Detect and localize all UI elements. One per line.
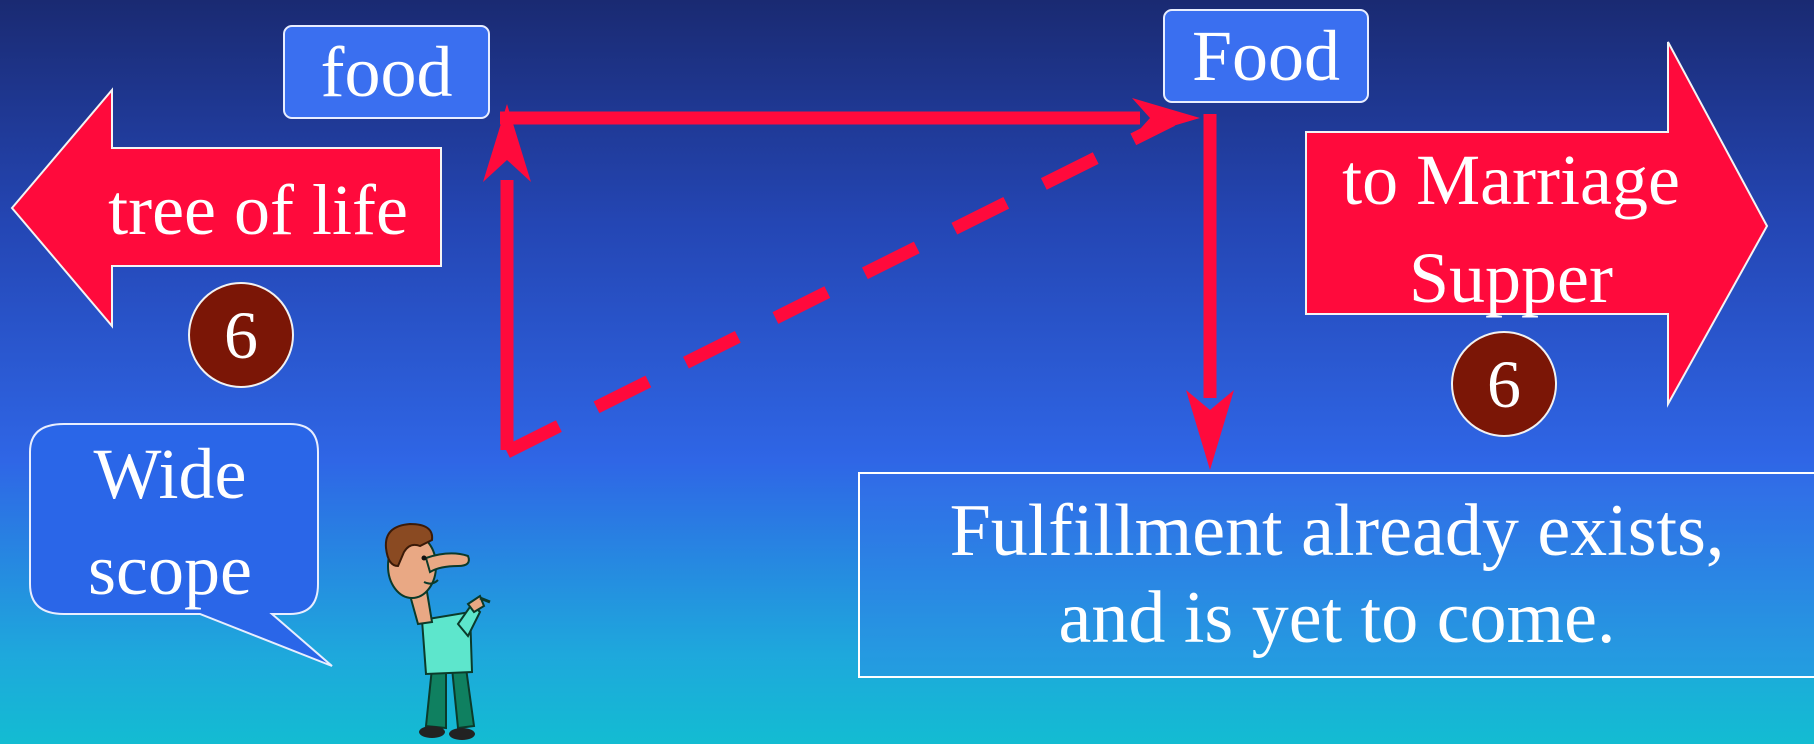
speech-bubble-line2: scope: [88, 530, 252, 610]
dashed-diagonal-line: [504, 114, 1175, 458]
speech-bubble-line1: Wide: [93, 434, 247, 514]
down-arrowhead: [1186, 390, 1234, 470]
tree-of-life-arrow: [10, 87, 442, 329]
up-arrowhead: [483, 104, 531, 182]
marriage-supper-arrow: [1305, 41, 1769, 408]
tree-of-life-label: tree of life: [108, 170, 408, 250]
fulfillment-box: Fulfillment already exists, and is yet t…: [858, 472, 1814, 678]
number-badge-right: 6: [1451, 331, 1557, 437]
marriage-supper-line1: to Marriage: [1342, 140, 1680, 220]
marriage-supper-line2: Supper: [1409, 238, 1613, 318]
number-badge-left: 6: [188, 282, 294, 388]
food-box-right: Food: [1163, 9, 1369, 103]
food-label-left: food: [320, 32, 453, 112]
fulfillment-line2: and is yet to come.: [1058, 577, 1616, 659]
food-label-right: Food: [1191, 16, 1341, 96]
man-pointing-figure: [384, 522, 491, 740]
speech-bubble-shape: [29, 423, 333, 667]
fulfillment-line1: Fulfillment already exists,: [949, 489, 1725, 572]
food-box-left: food: [283, 25, 490, 119]
